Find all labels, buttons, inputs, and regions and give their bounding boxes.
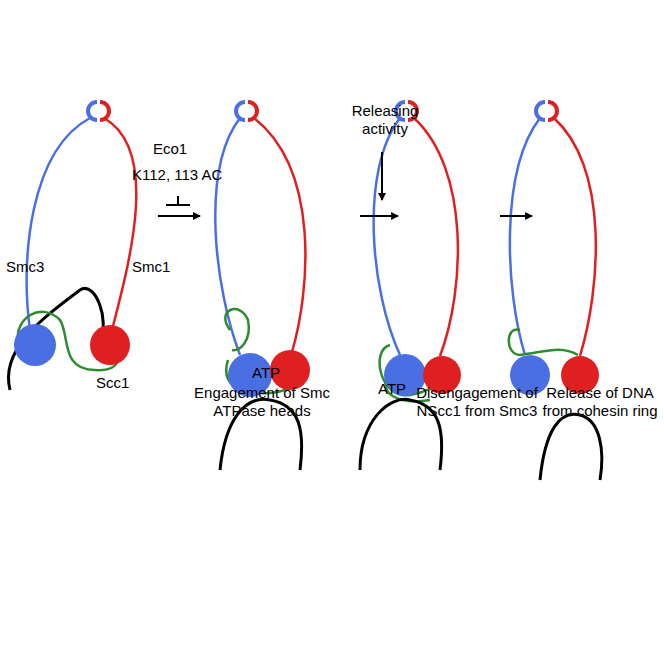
subunit-label: Smc1 (132, 258, 170, 276)
atp-label: ATP (378, 380, 406, 398)
step-label: Releasing activity (330, 102, 440, 138)
atp-label: ATP (252, 364, 280, 382)
subunit-label: Scc1 (96, 374, 129, 392)
stage-caption: Engagement of Smc ATPase heads (192, 384, 332, 420)
residue-label: K112, 113 AC (132, 166, 222, 184)
step-label: Eco1 (153, 140, 187, 158)
stage-caption: Release of DNA from cohesin ring (540, 384, 660, 420)
subunit-label: Smc3 (6, 258, 44, 276)
stage-caption: Disengagement of NScc1 from Smc3 (402, 384, 552, 420)
